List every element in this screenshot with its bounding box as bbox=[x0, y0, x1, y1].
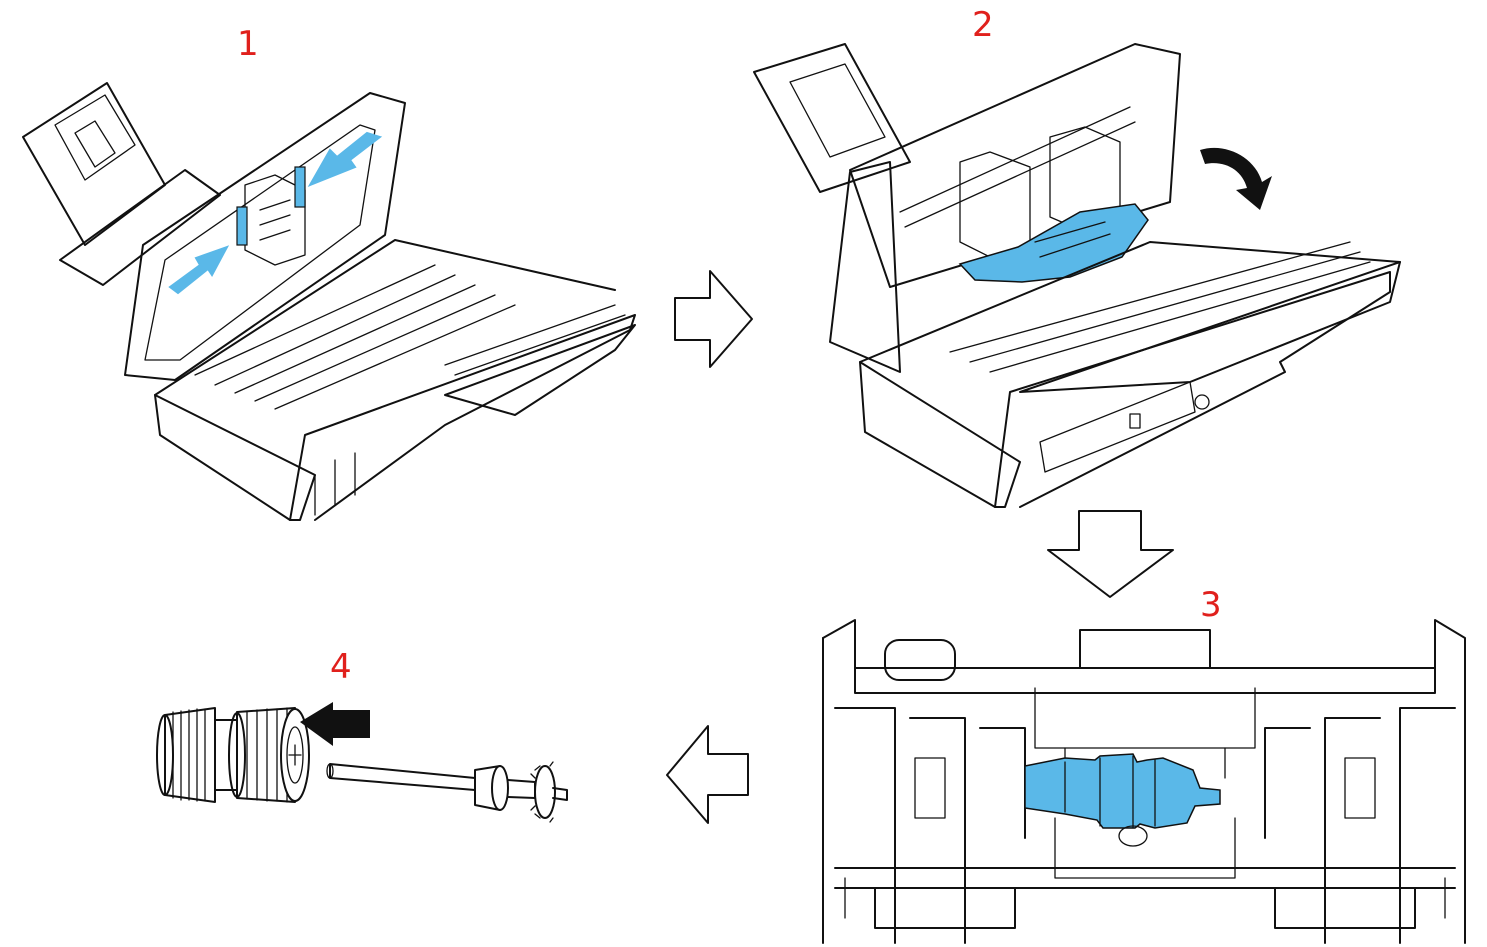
blue-arrow-icon bbox=[307, 131, 383, 187]
step-3-label: 3 bbox=[1200, 585, 1222, 625]
left-arrow-icon bbox=[300, 702, 370, 746]
scanner-step-2-illustration bbox=[753, 43, 1401, 508]
roller-removal-illustration bbox=[156, 702, 568, 823]
right-outline-arrow-icon bbox=[674, 270, 753, 368]
down-outline-arrow-icon bbox=[1047, 510, 1174, 598]
roller-closeup-illustration bbox=[822, 619, 1466, 944]
scanner-step-1-illustration bbox=[22, 82, 636, 521]
blue-arrow-icon bbox=[168, 245, 230, 295]
pick-roller-highlight bbox=[1024, 753, 1221, 829]
step-1-label: 1 bbox=[237, 24, 259, 64]
left-outline-arrow-icon bbox=[666, 725, 749, 824]
step-4-label: 4 bbox=[330, 647, 352, 687]
roller-cover-highlight bbox=[958, 203, 1149, 283]
curved-arrow-icon bbox=[1200, 147, 1272, 210]
step-2-label: 2 bbox=[972, 5, 994, 45]
